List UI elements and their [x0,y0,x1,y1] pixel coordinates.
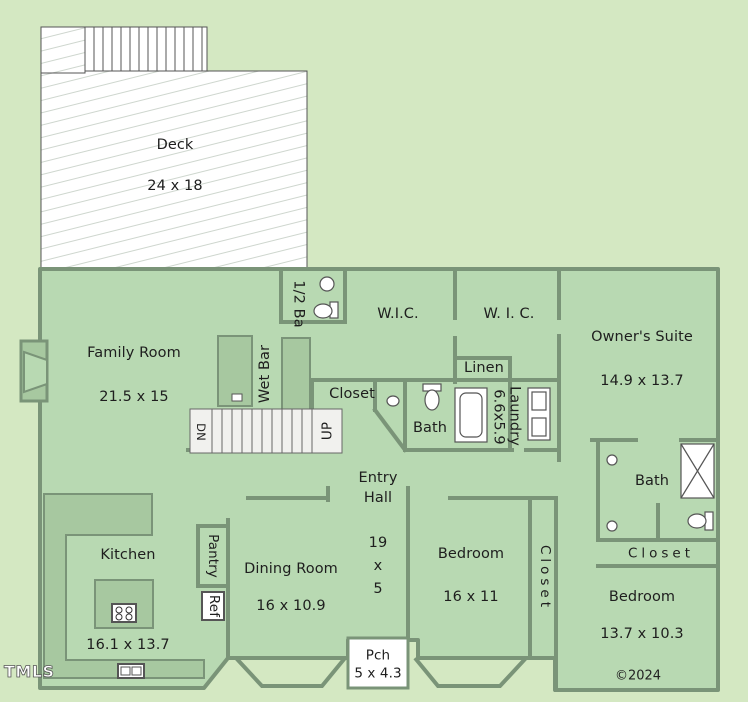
wet-bar-counter [217,335,253,407]
fixtures [313,276,715,532]
hall-bath-label: Bath [412,419,448,436]
wet-bar-side [281,337,311,411]
deck-steps [84,26,208,72]
copyright-notice: ©2024 [614,668,662,684]
mls-watermark: TMLS [4,662,55,682]
kitchen-counters [43,493,225,679]
stairs [189,408,343,454]
deck-stair-treads [93,27,203,71]
entry-hall-size-a: 19 [368,534,388,551]
owners-suite-label: Owner's Suite [591,328,693,345]
wic-right-label: W. I. C. [483,305,535,322]
owner-bath-label: Bath [634,472,670,489]
owner-closet-label: Closet [627,545,695,562]
bedroom-closet-label: Closet [536,544,553,612]
family-room-size: 21.5 x 15 [99,388,169,405]
wet-bar-label: Wet Bar [256,344,273,404]
deck-label: Deck [156,136,194,153]
kitchen-size: 16.1 x 13.7 [86,636,170,653]
bedroom-mid-size: 16 x 11 [443,588,499,605]
entry-hall-label-2: Hall [363,489,393,506]
owners-suite-size: 14.9 x 13.7 [600,372,684,389]
stairs-up-label: UP [319,421,336,441]
dining-room-label: Dining Room [244,560,338,577]
refrigerator-label: Ref [205,594,222,618]
bedroom-right-size: 13.7 x 10.3 [600,625,684,642]
laundry-label: Laundry [506,386,523,446]
deck-size: 24 x 18 [147,177,203,194]
front-bays [234,656,528,688]
bedroom-mid-label: Bedroom [437,545,505,562]
dining-room-size: 16 x 10.9 [256,597,326,614]
kitchen-label: Kitchen [100,546,156,563]
interior-walls [186,268,720,692]
deck-area [40,26,308,270]
porch-size: 5 x 4.3 [354,665,402,682]
hall-closet-label: Closet [329,385,375,402]
porch-label: Pch [365,647,391,664]
entry-hall-label-1: Entry [358,469,398,486]
pantry-label: Pantry [204,534,221,578]
family-room-label: Family Room [87,344,181,361]
half-bath-label: 1/2 Ba [290,280,307,328]
entry-hall-size-x: x [373,557,383,574]
wic-left-label: W.I.C. [377,305,419,322]
stairs-down-label: DN [193,423,208,441]
linen-label: Linen [464,359,504,376]
porch-area [346,636,410,690]
laundry-size: 6.6x5.9 [490,389,507,445]
entry-hall-size-b: 5 [373,580,383,597]
bedroom-right-label: Bedroom [608,588,676,605]
